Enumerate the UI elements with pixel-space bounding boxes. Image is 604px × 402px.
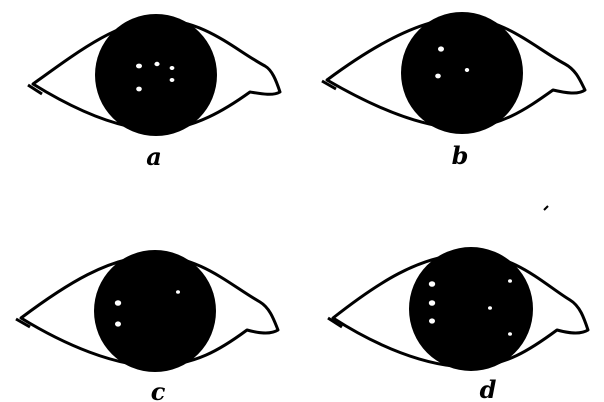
stray-mark	[544, 206, 548, 210]
highlight	[136, 64, 142, 69]
highlight	[115, 321, 121, 326]
eye-icon	[28, 14, 280, 136]
highlight	[176, 290, 180, 294]
eye-icon	[16, 250, 278, 372]
highlight	[170, 78, 175, 82]
eye-panel-a: a	[28, 14, 280, 171]
eye-panel-b: b	[322, 12, 585, 170]
panel-label-c: c	[151, 377, 166, 402]
eye-panel-c: c	[16, 250, 278, 402]
eye-icon	[322, 12, 585, 134]
eye-panel-d: d	[328, 247, 588, 402]
highlight	[438, 46, 444, 51]
highlight	[508, 332, 512, 336]
iris	[409, 247, 533, 371]
highlight	[488, 306, 492, 310]
panel-label-a: a	[146, 142, 162, 171]
highlight	[465, 68, 469, 72]
highlight	[508, 279, 512, 283]
highlight	[435, 74, 441, 79]
iris	[94, 250, 216, 372]
highlight	[115, 300, 121, 306]
highlight	[154, 62, 159, 66]
highlight	[136, 87, 142, 92]
iris	[401, 12, 523, 134]
highlight	[429, 318, 435, 323]
highlight	[170, 66, 175, 70]
panel-label-d: d	[480, 375, 497, 402]
highlight	[429, 300, 435, 306]
eye-icon	[328, 247, 588, 371]
highlight	[429, 281, 435, 287]
iris	[95, 14, 217, 136]
panel-label-b: b	[452, 141, 469, 170]
